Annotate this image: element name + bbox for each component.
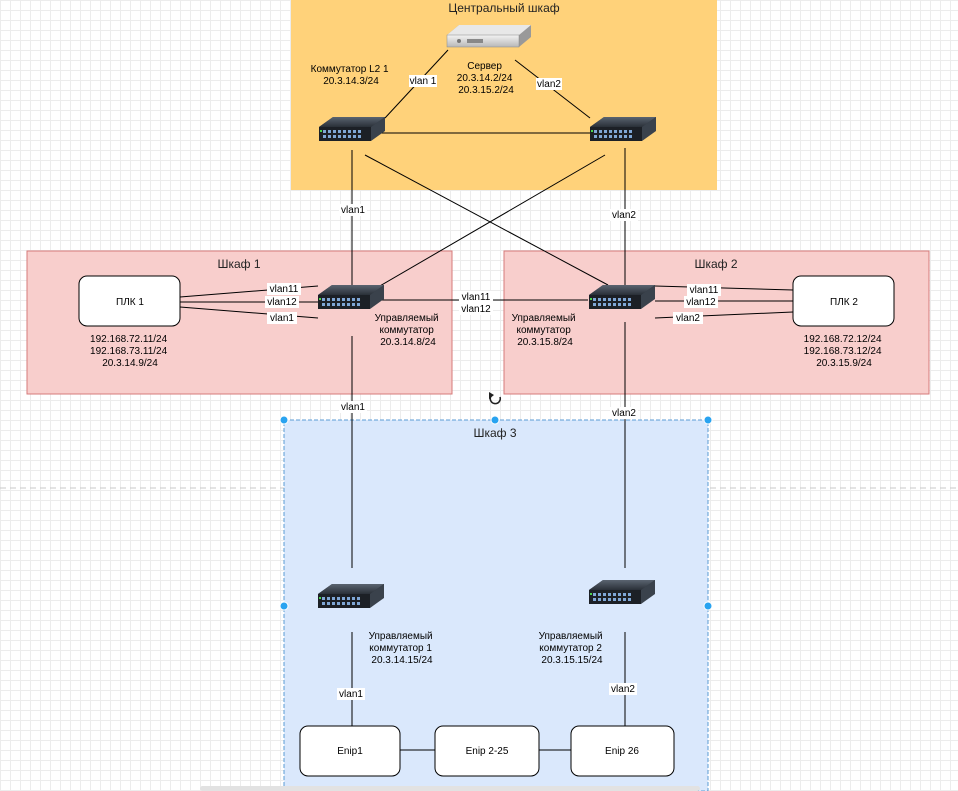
cabinet-2-title: Шкаф 2 [694,257,737,271]
managed-switch-cab2-label: Управляемый коммутатор 20.3.15.8/24 [512,313,579,348]
enip26-label: Enip 26 [605,746,639,757]
managed-switch-cab2-icon[interactable] [589,285,655,309]
plc-1-box[interactable] [78,275,181,327]
enip26-box[interactable] [570,725,675,777]
enip2-25-box[interactable] [434,725,540,777]
link-label-cab1-cab2-a: vlan11 [462,292,491,303]
server-icon[interactable] [446,25,531,48]
link-label-ms1-enip1: vlan1 [339,689,363,700]
managed-switch-2-icon[interactable] [589,580,655,604]
link-label-plc2-a: vlan11 [690,285,719,296]
link-label-cab1-cab3: vlan1 [341,402,365,413]
resize-handle-left[interactable] [279,601,289,611]
link-label-plc2-b: vlan12 [686,297,716,308]
link-label-sw1-cab1: vlan1 [341,205,365,216]
central-cabinet-title: Центральный шкаф [448,1,559,15]
plc-2-box[interactable] [792,275,895,327]
rotate-icon[interactable] [489,392,502,405]
link-label-cab2-cab3: vlan2 [612,408,636,419]
cabinet-1-title: Шкаф 1 [217,257,260,271]
enip1-label: Enip1 [337,746,363,757]
resize-handle-top[interactable] [490,415,500,425]
l2-switch-1-label: Коммутатор L2 1 20.3.14.3/24 [311,64,392,87]
managed-switch-cab1-label: Управляемый коммутатор 20.3.14.8/24 [375,313,442,348]
server-label: Сервер 20.3.14.2/24 20.3.15.2/24 [457,61,515,96]
plc-2-label: ПЛК 2 [830,297,858,308]
link-sw2-cab1[interactable] [372,154,606,291]
enip2-25-label: Enip 2-25 [466,746,509,757]
link-label-plc1-a: vlan11 [270,284,299,295]
link-plc2-a[interactable] [654,285,794,291]
link-label-plc1-c: vlan1 [270,313,294,324]
link-label-server-sw1: vlan 1 [410,76,437,87]
l2-switch-1-icon[interactable] [319,117,385,141]
plc-1-addresses: 192.168.72.11/24 192.168.73.11/24 20.3.1… [90,334,170,369]
managed-switch-1-icon[interactable] [318,584,384,608]
managed-switch-cab1-icon[interactable] [318,285,384,309]
link-label-cab1-cab2-b: vlan12 [461,304,491,315]
link-sw1-cab2[interactable] [364,154,609,286]
link-label-server-sw2: vlan2 [537,79,561,90]
cabinet-3-title: Шкаф 3 [473,426,516,440]
enip1-box[interactable] [299,725,401,777]
link-label-plc1-b: vlan12 [267,297,297,308]
resize-handle-top-right[interactable] [703,415,713,425]
l2-switch-2-icon[interactable] [590,117,656,141]
plc-1-label: ПЛК 1 [116,297,144,308]
selection-handles[interactable] [279,415,713,611]
managed-switch-1-label: Управляемый коммутатор 1 20.3.14.15/24 [369,631,436,666]
link-label-plc2-c: vlan2 [676,313,700,324]
plc-2-addresses: 192.168.72.12/24 192.168.73.12/24 20.3.1… [804,334,885,369]
horizontal-scrollbar[interactable] [200,786,700,791]
link-label-ms2-enip26: vlan2 [611,684,635,695]
link-label-sw2-cab2: vlan2 [612,210,636,221]
managed-switch-2-label: Управляемый коммутатор 2 20.3.15.15/24 [539,631,606,666]
resize-handle-right[interactable] [703,601,713,611]
resize-handle-top-left[interactable] [279,415,289,425]
